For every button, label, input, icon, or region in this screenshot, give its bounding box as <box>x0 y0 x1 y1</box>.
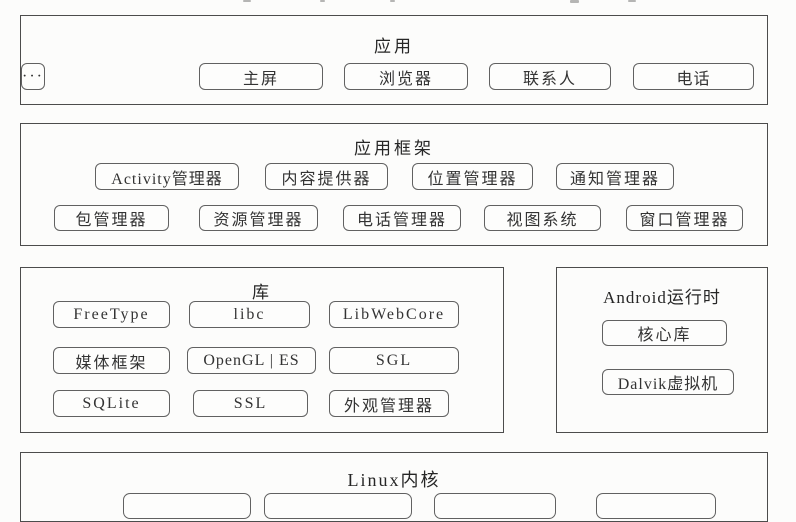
layer-libraries: 库 FreeType libc LibWebCore 媒体框架 OpenGL |… <box>20 267 504 433</box>
layer-application-framework: 应用框架 Activity管理器 内容提供器 位置管理器 通知管理器 包管理器 … <box>20 123 768 246</box>
scan-artifact <box>570 0 579 3</box>
scan-artifact <box>320 0 325 2</box>
kernel-driver-box-partial <box>123 493 251 519</box>
notification-manager-box: 通知管理器 <box>556 163 674 190</box>
framework-layer-title: 应用框架 <box>354 139 434 158</box>
libc-box: libc <box>189 301 310 328</box>
view-system-box: 视图系统 <box>484 205 601 231</box>
content-provider-box: 内容提供器 <box>265 163 388 190</box>
libwebcore-box: LibWebCore <box>329 301 459 328</box>
window-manager-box: 窗口管理器 <box>626 205 743 231</box>
app-home-box: 主屏 <box>199 63 323 90</box>
activity-manager-box: Activity管理器 <box>95 163 239 190</box>
kernel-layer-title: Linux内核 <box>347 470 441 490</box>
scan-artifact <box>628 0 636 2</box>
layer-android-runtime: Android运行时 核心库 Dalvik虚拟机 <box>556 267 768 433</box>
libraries-layer-title: 库 <box>252 283 272 302</box>
layer-linux-kernel: Linux内核 <box>20 452 768 522</box>
applications-layer-title: 应用 <box>374 37 414 56</box>
app-browser-box: 浏览器 <box>344 63 468 90</box>
ssl-box: SSL <box>193 390 308 417</box>
resource-manager-box: 资源管理器 <box>199 205 318 231</box>
kernel-driver-box-partial <box>434 493 556 519</box>
telephony-manager-box: 电话管理器 <box>343 205 461 231</box>
opengl-es-box: OpenGL | ES <box>187 347 316 374</box>
kernel-driver-box-partial <box>264 493 412 519</box>
android-architecture-diagram: 应用 主屏 浏览器 联系人 电话 ··· 应用框架 Activity管理器 内容… <box>20 0 768 522</box>
app-contacts-box: 联系人 <box>489 63 611 90</box>
surface-manager-box: 外观管理器 <box>329 390 449 417</box>
app-more-ellipsis-box: ··· <box>21 63 45 90</box>
app-phone-box: 电话 <box>633 63 754 90</box>
kernel-driver-box-partial <box>596 493 716 519</box>
scan-artifact <box>390 0 395 2</box>
sqlite-box: SQLite <box>53 390 170 417</box>
scan-artifact <box>243 0 251 2</box>
freetype-box: FreeType <box>53 301 170 328</box>
sgl-box: SGL <box>329 347 459 374</box>
layer-applications: 应用 主屏 浏览器 联系人 电话 ··· <box>20 15 768 105</box>
runtime-layer-title: Android运行时 <box>603 288 721 307</box>
dalvik-vm-box: Dalvik虚拟机 <box>602 369 734 395</box>
media-framework-box: 媒体框架 <box>53 347 170 374</box>
location-manager-box: 位置管理器 <box>412 163 533 190</box>
package-manager-box: 包管理器 <box>54 205 169 231</box>
core-libraries-box: 核心库 <box>602 320 727 346</box>
